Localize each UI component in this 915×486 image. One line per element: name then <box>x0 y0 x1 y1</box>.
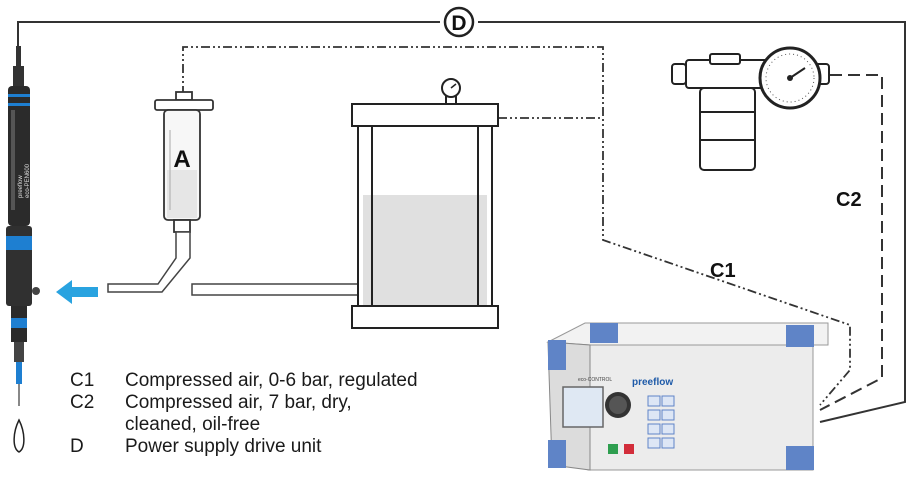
legend-item-c2: C2 Compressed air, 7 bar, dry, cleaned, … <box>70 392 455 436</box>
label-c1: C1 <box>710 260 736 282</box>
pressure-gauge-icon <box>758 46 822 110</box>
pressure-reservoir <box>351 95 499 329</box>
legend: C1 Compressed air, 0-6 bar, regulated C2… <box>70 370 455 458</box>
tank-gauge-icon <box>441 78 461 98</box>
controller-brand-text: preeflow <box>632 377 673 388</box>
legend-code: C2 <box>70 392 95 413</box>
legend-item-c1: C1 Compressed air, 0-6 bar, regulated <box>70 370 455 392</box>
controller-name-text: eco-CONTROL <box>578 377 612 383</box>
label-d: D <box>451 12 466 35</box>
dispenser-pen: preeflow eco-PEN600 <box>6 46 40 453</box>
legend-description: Compressed air, 7 bar, dry, <box>125 392 352 413</box>
label-d-marker: D <box>443 6 475 38</box>
flow-arrow-icon <box>56 280 98 304</box>
compressed-air-line-c2 <box>819 74 883 411</box>
compressed-air-line-c1 <box>182 46 851 406</box>
cartridge-a <box>154 91 214 233</box>
legend-description: Compressed air, 0-6 bar, regulated <box>125 370 418 391</box>
legend-item-d: D Power supply drive unit <box>70 436 455 458</box>
legend-code: C1 <box>70 370 95 391</box>
eco-control-unit: preeflow eco-CONTROL <box>546 322 829 471</box>
legend-description-cont: cleaned, oil-free <box>125 414 261 435</box>
label-c2: C2 <box>836 189 862 211</box>
label-a: A <box>173 146 190 173</box>
feed-tube <box>107 231 191 293</box>
pen-model-text: eco-PEN600 <box>25 163 31 198</box>
reservoir-tube <box>191 283 373 296</box>
pen-brand-text: preeflow <box>18 175 24 198</box>
legend-code: D <box>70 436 84 457</box>
legend-description: Power supply drive unit <box>125 436 322 457</box>
